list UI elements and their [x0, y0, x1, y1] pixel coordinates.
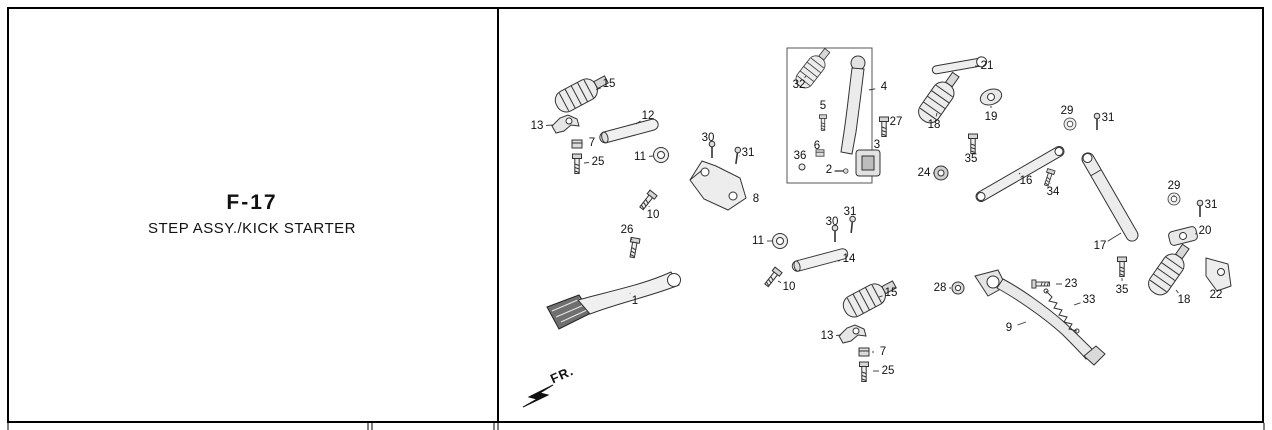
footpeg-rubber-15-bottom	[839, 274, 901, 321]
step-bracket-22	[1205, 257, 1232, 292]
kick-starter-group-box	[786, 47, 873, 184]
bolt-10-bottom	[762, 266, 783, 289]
pillion-bar-21	[931, 56, 988, 75]
rubber-cap-24	[933, 165, 949, 181]
footpeg-rubber-18-top	[914, 67, 966, 128]
step-bar-12	[598, 117, 660, 145]
collar-7-bottom	[858, 347, 870, 357]
washer-11-bottom	[772, 233, 788, 249]
title-panel: F-17 STEP ASSY./KICK STARTER	[9, 9, 495, 419]
pin-31-right-bottom	[1196, 199, 1204, 218]
footpeg-rubber-15-top	[551, 69, 613, 116]
panel-divider	[497, 7, 499, 423]
bolt-25-top	[572, 153, 582, 174]
step-cap-19	[979, 88, 1003, 106]
bolt-10-top	[637, 189, 658, 212]
bottom-crop-lines	[7, 423, 1265, 430]
pin-31-right-top	[1093, 112, 1101, 131]
kick-joint-3	[855, 149, 881, 177]
figure-code: F-17	[226, 191, 278, 214]
bolt-35-top	[968, 133, 978, 154]
step-bar-14	[790, 247, 850, 273]
step-bracket-20	[1168, 226, 1198, 246]
bolt-5	[819, 114, 827, 131]
pillion-step-bar-17	[1081, 152, 1139, 242]
kick-starter-arm-4	[840, 55, 866, 155]
washer-29-top	[1063, 117, 1077, 131]
fr-arrow-icon	[522, 384, 554, 408]
collar-7-top	[571, 139, 583, 149]
spring-33	[1043, 288, 1080, 334]
collar-6	[815, 149, 825, 157]
pin-30-bottom	[831, 224, 839, 243]
pin-30-top	[708, 140, 716, 159]
leader-lines	[545, 65, 1197, 372]
washer-29-bottom	[1167, 192, 1181, 206]
pin-31-bottom	[847, 215, 857, 235]
washer-36	[798, 163, 806, 171]
footpeg-rubber-18-bottom	[1144, 239, 1196, 300]
bolt-35-bottom	[1117, 256, 1127, 277]
pin-2	[833, 168, 849, 174]
bolt-27	[879, 116, 889, 137]
nut-28	[951, 281, 965, 295]
bolt-26	[627, 236, 641, 259]
pin-31-top	[732, 146, 742, 166]
figure-title: STEP ASSY./KICK STARTER	[148, 220, 356, 237]
joint-bracket-13-bottom	[838, 324, 867, 344]
bolt-25-bottom	[859, 361, 869, 382]
bolt-34	[1042, 168, 1056, 188]
joint-bracket-13-top	[551, 114, 580, 134]
brake-pedal-1	[546, 271, 681, 330]
step-bracket-8	[689, 160, 747, 211]
bolt-23	[1031, 279, 1050, 289]
kick-pedal-rubber-32	[792, 44, 835, 92]
washer-11-top	[653, 147, 669, 163]
page-border	[7, 7, 1264, 423]
side-stand-9	[974, 269, 1106, 366]
